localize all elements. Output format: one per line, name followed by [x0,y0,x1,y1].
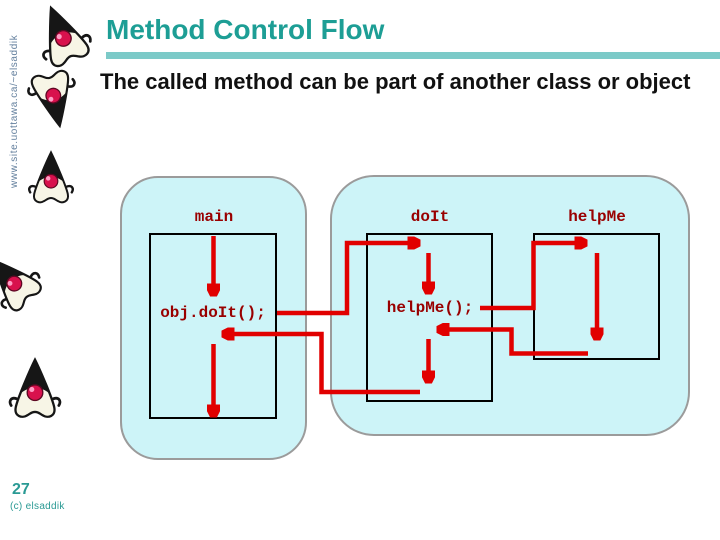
page-subtitle: The called method can be part of another… [100,69,691,94]
doit-frame-label: doIt [410,208,450,226]
title-rule [106,52,720,59]
website-vertical-text: www.site.uottawa.ca/~elsaddik [9,34,20,188]
doit-frame [366,233,493,402]
doit-call-code: helpMe(); [386,299,474,317]
helpme-frame-label: helpMe [568,208,626,226]
main-frame [149,233,277,419]
duke-bending-icon [22,63,86,134]
main-call-code: obj.doIt(); [160,304,266,322]
helpme-frame [533,233,660,360]
duke-arms-out-icon [4,356,66,422]
copyright-text: (c) elsaddik [10,501,65,512]
main-frame-label: main [194,208,234,226]
page-number: 27 [12,481,30,498]
duke-standing-icon [27,146,75,210]
page-title: Method Control Flow [106,14,385,45]
duke-tumbling-icon [0,239,53,323]
